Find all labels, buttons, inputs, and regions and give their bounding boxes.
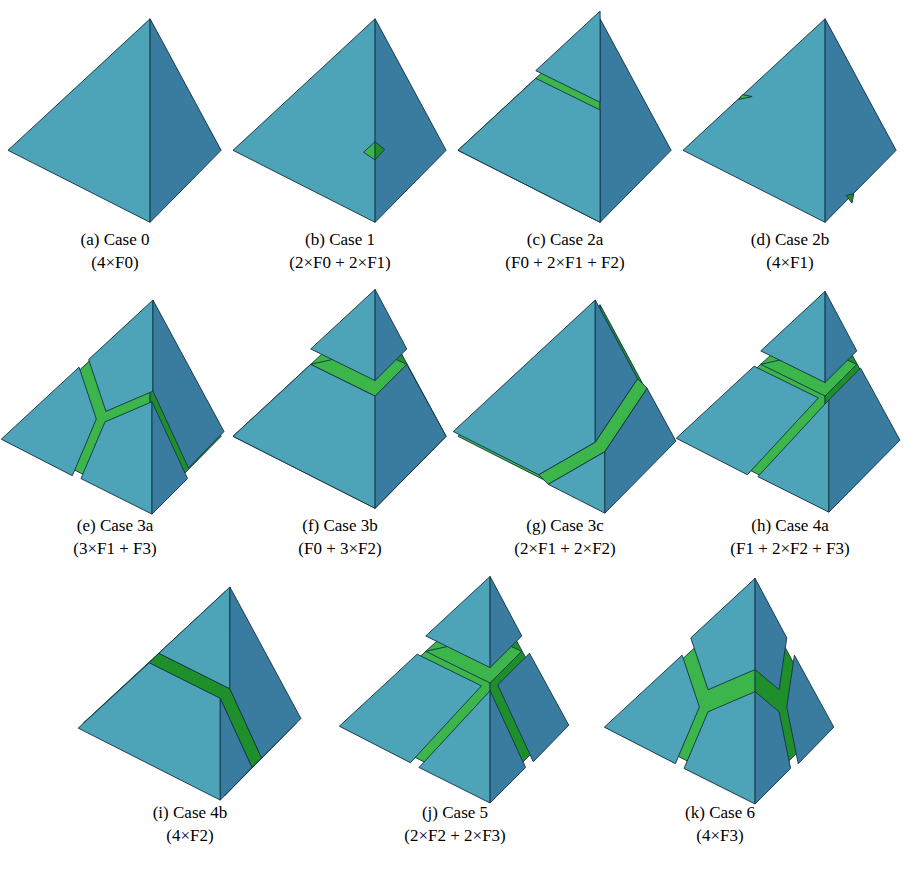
tetrahedron-figure (676, 291, 900, 512)
case-caption: (d) Case 2b (680, 230, 900, 250)
case-caption: (j) Case 5 (345, 803, 565, 823)
face-count-caption: (3×F1 + F3) (5, 539, 225, 559)
case-caption: (b) Case 1 (230, 230, 450, 250)
face-count-caption: (2×F0 + 2×F1) (230, 253, 450, 273)
tetrahedron-figure (78, 587, 301, 800)
case-caption: (f) Case 3b (230, 516, 450, 536)
face-count-caption: (4×F0) (5, 253, 225, 273)
face-count-caption: (4×F3) (610, 826, 830, 846)
face-count-caption: (F0 + 3×F2) (230, 539, 450, 559)
case-caption: (i) Case 4b (80, 803, 300, 823)
case-caption: (k) Case 6 (610, 803, 830, 823)
tetrahedron-figure (683, 19, 896, 223)
tetrahedron-figure (604, 578, 833, 804)
case-caption: (g) Case 3c (455, 516, 675, 536)
case-caption: (c) Case 2a (455, 230, 675, 250)
case-caption: (e) Case 3a (5, 516, 225, 536)
face-count-caption: (F0 + 2×F1 + F2) (455, 253, 675, 273)
tetrahedron-figure (458, 11, 671, 222)
case-caption: (h) Case 4a (680, 516, 900, 536)
face-count-caption: (4×F1) (680, 253, 900, 273)
tetrahedron-figure (8, 19, 221, 223)
face-count-caption: (F1 + 2×F2 + F3) (680, 539, 900, 559)
face-count-caption: (4×F2) (80, 826, 300, 846)
case-caption: (a) Case 0 (5, 230, 225, 250)
tetrahedron-figure (453, 300, 676, 513)
tetrahedron-figure (233, 289, 446, 508)
face-count-caption: (2×F1 + 2×F2) (455, 539, 675, 559)
tetrahedron-figure (233, 19, 446, 223)
face-count-caption: (2×F2 + 2×F3) (345, 826, 565, 846)
tetrahedron-figure (339, 576, 568, 803)
tetrahedron-figure (1, 300, 224, 514)
